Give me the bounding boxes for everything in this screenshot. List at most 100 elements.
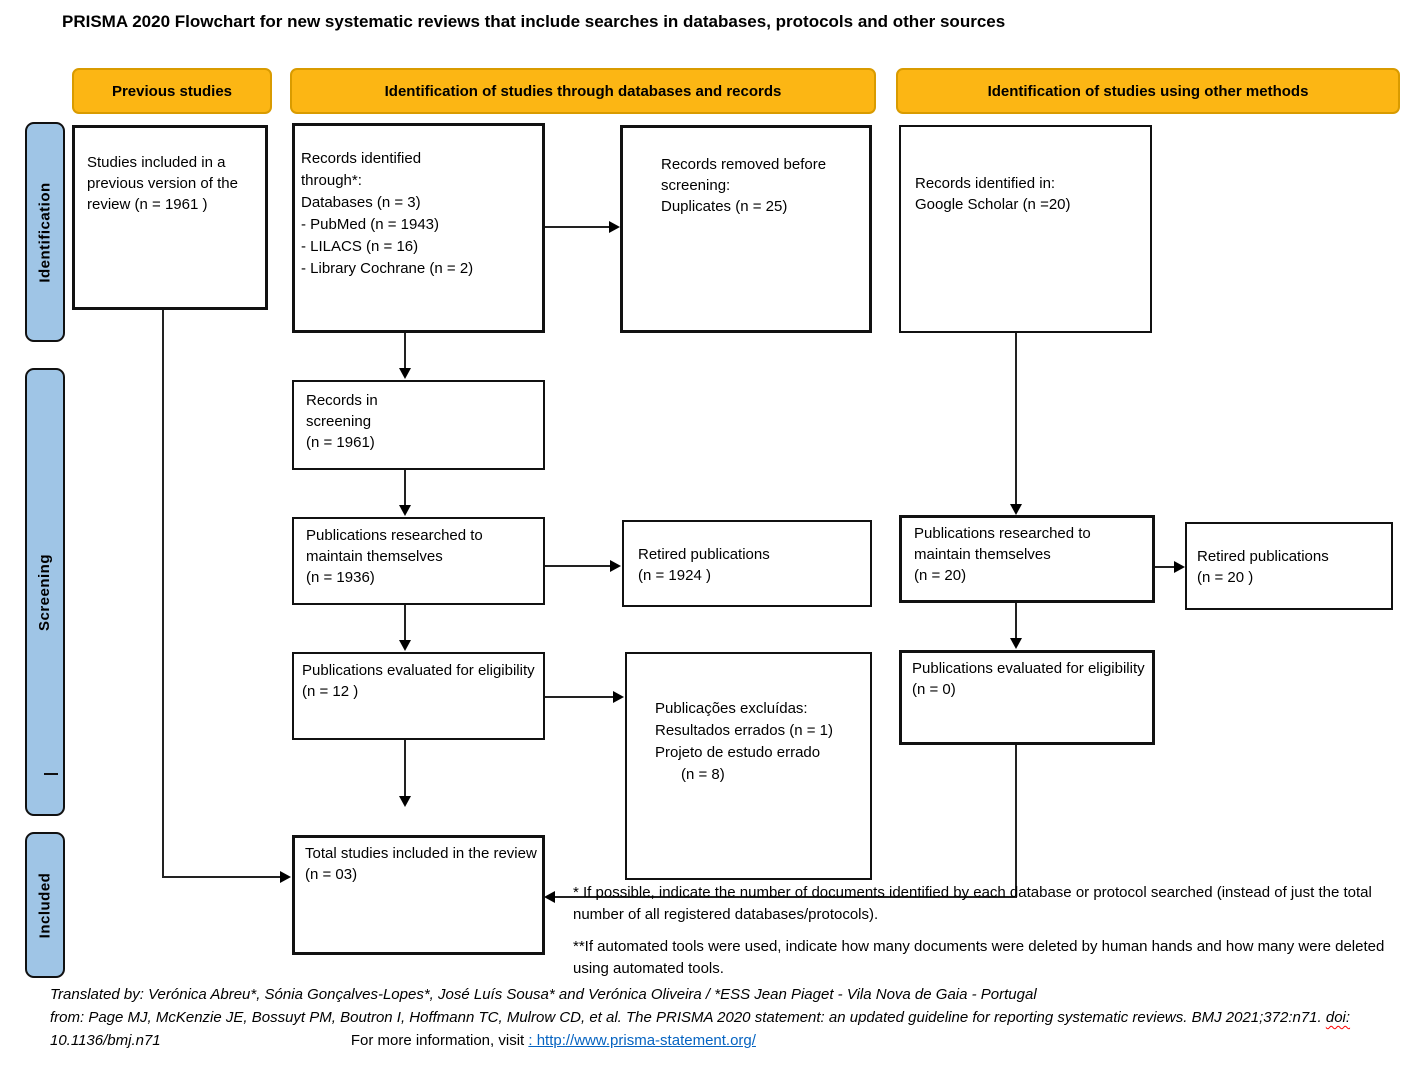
credits-citation-text: from: Page MJ, McKenzie JE, Bossuyt PM, … <box>50 1009 1326 1026</box>
box-pubs-researched-other-line: maintain themselves <box>914 546 1051 563</box>
arrowhead-screening-to-researched <box>399 505 411 516</box>
footnote-automated-tools: **If automated tools were used, indicate… <box>573 938 1385 977</box>
box-previous-studies: Studies included in a previous version o… <box>72 125 268 310</box>
box-records-identified-line: - Library Cochrane (n = 2) <box>301 260 474 277</box>
stage-screening-label: Screening <box>36 553 54 631</box>
arrow-eligibility-to-excluded <box>545 696 615 698</box>
arrowhead-other-to-researched <box>1010 504 1022 515</box>
box-pubs-eligibility-db: Publications evaluated for eligibility (… <box>292 652 545 740</box>
box-records-removed-line: screening: <box>661 177 731 194</box>
box-pubs-excluded-line: (n = 8) <box>681 766 725 783</box>
box-pubs-eligibility-other: Publications evaluated for eligibility (… <box>899 650 1155 745</box>
box-total-included: Total studies included in the review (n … <box>292 835 545 955</box>
box-pubs-researched-other-line: Publications researched to <box>914 525 1091 542</box>
box-records-identified-line: - PubMed (n = 1943) <box>301 216 439 233</box>
box-pubs-excluded-line: Publicações excluídas: <box>655 700 808 717</box>
arrow-eligibility-to-total <box>404 712 406 797</box>
box-records-identified-line: Records identified <box>301 150 422 167</box>
box-retired-other-line: Retired publications <box>1197 548 1329 565</box>
box-pubs-eligibility-other-line: Publications evaluated for eligibility <box>912 660 1145 677</box>
box-retired-other: Retired publications (n = 20 ) <box>1185 522 1393 610</box>
arrowhead-identified-to-screening <box>399 368 411 379</box>
arrowhead-eligibility-to-total <box>399 796 411 807</box>
box-previous-studies-line: Studies included in a <box>87 154 226 171</box>
stage-included: Included <box>25 832 65 978</box>
arrow-researched-to-eligibility <box>404 605 406 641</box>
box-previous-studies-line: previous version of the <box>87 175 238 192</box>
footnote-databases: * If possible, indicate the number of do… <box>573 884 1372 923</box>
box-records-screening-line: screening <box>306 413 372 430</box>
arrow-researched-to-eligibility-other <box>1015 603 1017 639</box>
box-records-screening-line: (n = 1961) <box>306 434 375 451</box>
box-retired-other-line: (n = 20 ) <box>1197 569 1254 586</box>
box-pubs-excluded-line: Resultados errados (n = 1) <box>655 722 834 739</box>
box-pubs-eligibility-other-line: (n = 0) <box>912 681 956 698</box>
arrow-identified-to-screening <box>404 333 406 369</box>
credits-doi-number: 10.1136/bmj.n71 <box>50 1032 161 1049</box>
box-pubs-excluded: Publicações excluídas: Resultados errado… <box>625 652 872 880</box>
header-databases: Identification of studies through databa… <box>290 68 876 114</box>
box-retired-db-line: Retired publications <box>638 546 770 563</box>
box-records-removed-line: Duplicates (n = 25) <box>661 198 788 215</box>
box-retired-db-line: (n = 1924 ) <box>638 567 711 584</box>
credits-translated-by: Translated by: Verónica Abreu*, Sónia Go… <box>50 986 1037 1003</box>
header-other-methods-label: Identification of studies using other me… <box>987 82 1309 100</box>
box-records-identified: Records identified through*: Databases (… <box>292 123 545 333</box>
box-records-removed-line: Records removed before <box>661 156 827 173</box>
line-eligibility-other-to-total <box>553 896 1017 898</box>
box-pubs-researched-db-line: Publications researched to <box>306 527 483 544</box>
credits-info-text: For more information, visit <box>350 1032 529 1049</box>
box-records-identified-line: Databases (n = 3) <box>301 194 421 211</box>
box-records-other-line: Records identified in: <box>915 175 1056 192</box>
header-other-methods: Identification of studies using other me… <box>896 68 1400 114</box>
box-pubs-eligibility-db-line: (n = 12 ) <box>302 683 359 700</box>
stage-included-label: Included <box>36 872 54 938</box>
arrowhead-researched-to-eligibility <box>399 640 411 651</box>
credits-block: Translated by: Verónica Abreu*, Sónia Go… <box>50 983 1405 1052</box>
box-pubs-researched-db-line: maintain themselves <box>306 548 443 565</box>
box-records-identified-line: - LILACS (n = 16) <box>301 238 419 255</box>
box-records-other-line: Google Scholar (n =20) <box>915 196 1071 213</box>
arrowhead-eligibility-to-excluded <box>613 691 624 703</box>
arrowhead-researched-to-eligibility-other <box>1010 638 1022 649</box>
arrowhead-eligibility-other-to-total <box>544 891 555 903</box>
box-total-included-line: Total studies included in the review <box>305 845 537 862</box>
arrow-other-to-researched <box>1015 333 1017 505</box>
box-pubs-researched-other-line: (n = 20) <box>914 567 967 584</box>
arrowhead-identified-to-removed <box>609 221 620 233</box>
box-records-screening: Records in screening (n = 1961) <box>292 380 545 470</box>
box-records-removed: Records removed before screening: Duplic… <box>620 125 872 333</box>
arrowhead-researched-to-retired-db <box>610 560 621 572</box>
stage-screening: Screening <box>25 368 65 816</box>
box-retired-db: Retired publications (n = 1924 ) <box>622 520 872 607</box>
arrow-screening-to-researched <box>404 470 406 506</box>
box-pubs-researched-db: Publications researched to maintain them… <box>292 517 545 605</box>
stage-identification-label: Identification <box>36 181 54 283</box>
box-records-other: Records identified in: Google Scholar (n… <box>899 125 1152 333</box>
arrow-researched-to-retired-other <box>1155 566 1177 568</box>
box-pubs-eligibility-db-line: Publications evaluated for eligibility <box>302 662 535 679</box>
prisma-statement-link[interactable]: : http://www.prisma-statement.org/ <box>528 1032 756 1049</box>
arrow-researched-to-retired-db <box>545 565 611 567</box>
credits-citation: from: Page MJ, McKenzie JE, Bossuyt PM, … <box>50 1006 1405 1029</box>
box-previous-studies-line: review (n = 1961 ) <box>87 196 208 213</box>
arrowhead-previous-to-total <box>280 871 291 883</box>
box-pubs-researched-other: Publications researched to maintain them… <box>899 515 1155 603</box>
header-previous-studies: Previous studies <box>72 68 272 114</box>
line-previous-down <box>162 310 164 878</box>
page-title: PRISMA 2020 Flowchart for new systematic… <box>62 12 1006 31</box>
box-records-identified-line: through*: <box>301 172 362 189</box>
credits-more-info: 10.1136/bmj.n71 For more information, vi… <box>50 1029 1405 1052</box>
header-databases-label: Identification of studies through databa… <box>384 82 782 100</box>
stage-identification: Identification <box>25 122 65 342</box>
box-pubs-excluded-line: Projeto de estudo errado <box>655 744 821 761</box>
screening-tick-mark <box>44 773 58 775</box>
header-previous-studies-label: Previous studies <box>111 82 233 100</box>
credits-doi-label: doi: <box>1325 1009 1351 1026</box>
box-pubs-researched-db-line: (n = 1936) <box>306 569 375 586</box>
arrow-identified-to-removed <box>545 226 611 228</box>
arrowhead-researched-to-retired-other <box>1174 561 1185 573</box>
box-total-included-line: (n = 03) <box>305 866 358 883</box>
line-previous-to-total <box>162 876 282 878</box>
